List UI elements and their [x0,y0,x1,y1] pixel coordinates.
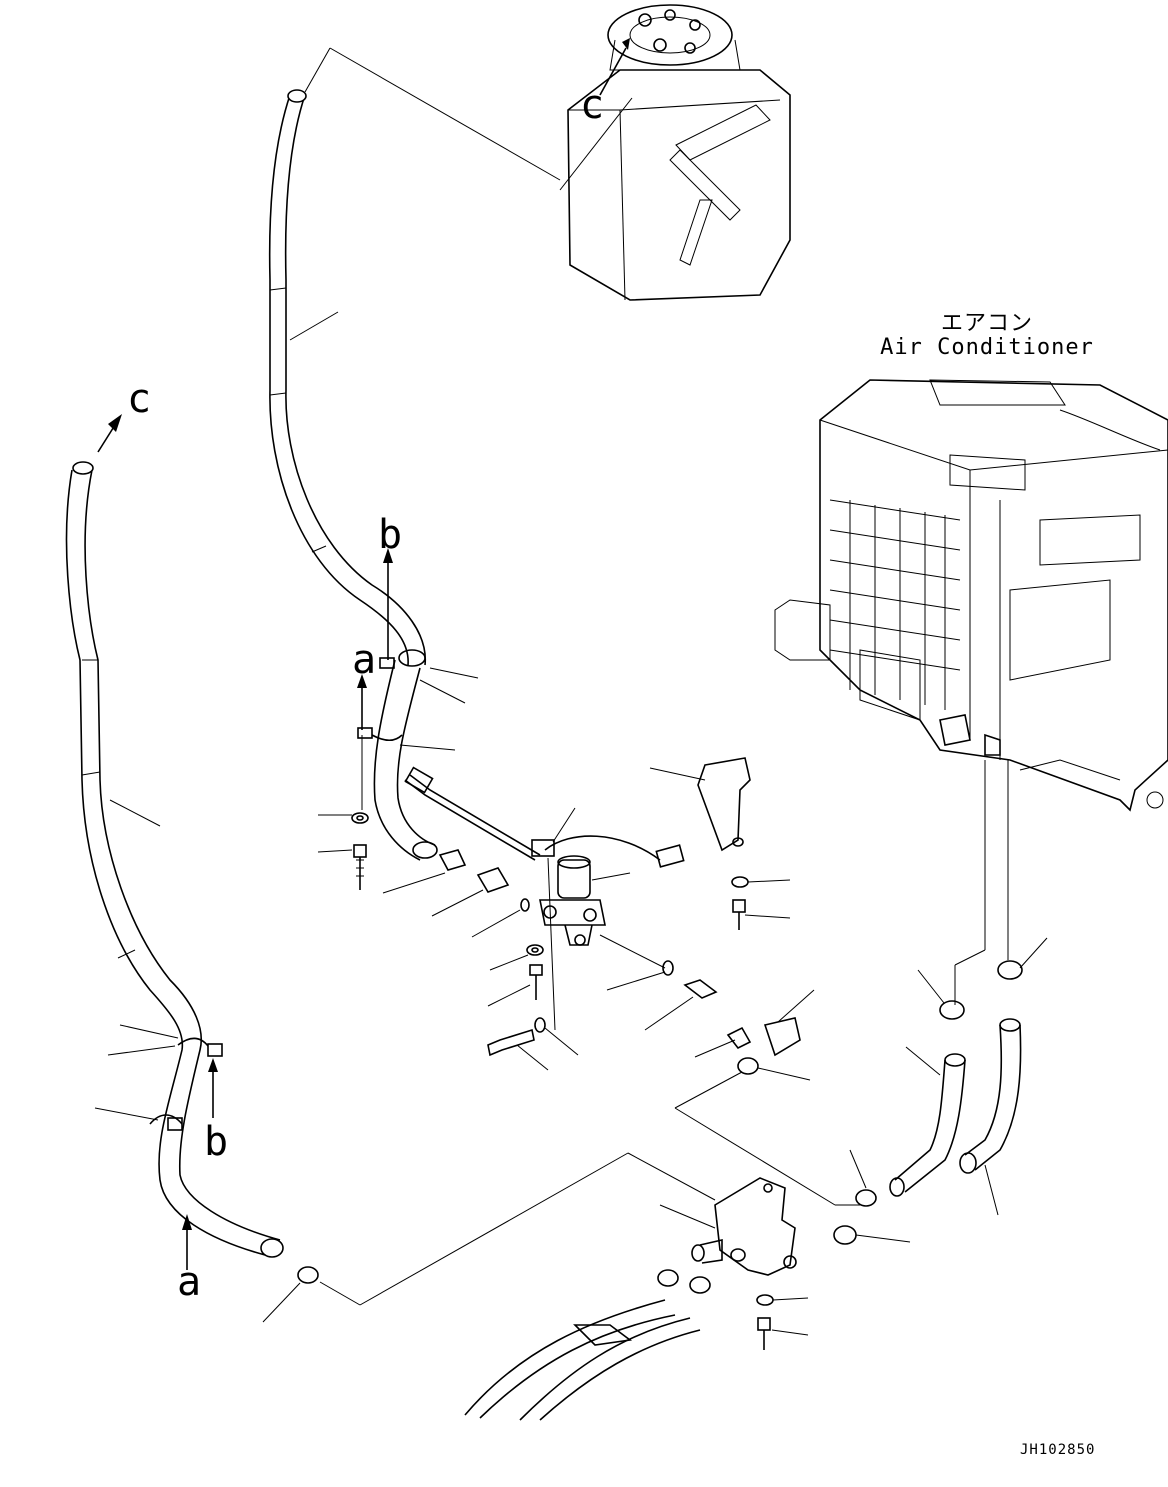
water-tank [567,4,791,301]
callout-b-bottom: b [204,1119,228,1165]
small-parts-center [487,944,801,1057]
short-hoses [889,1018,1022,1197]
small-parts-left [351,812,530,912]
callout-c-left: c [127,376,151,422]
bracket [697,757,751,930]
drawing-number: JH102850 [1020,1442,1095,1458]
callout-a-top: a [352,637,376,683]
bottom-hoses [464,1269,711,1421]
air-conditioner-unit [774,379,1168,812]
air-conditioner-label-en: Air Conditioner [880,335,1094,360]
bottom-valve [691,1177,797,1350]
callout-c-top: c [580,82,604,128]
left-hose [65,461,284,1258]
solenoid-valve [404,766,685,946]
callout-b-top: b [378,512,402,558]
callout-a-bottom: a [177,1259,201,1305]
air-conditioner-label-jp: エアコン [941,311,1033,336]
upper-clamps [357,657,403,742]
upper-hose [268,89,438,861]
left-clamps [149,1037,223,1131]
ac-clamps [939,960,1023,1020]
